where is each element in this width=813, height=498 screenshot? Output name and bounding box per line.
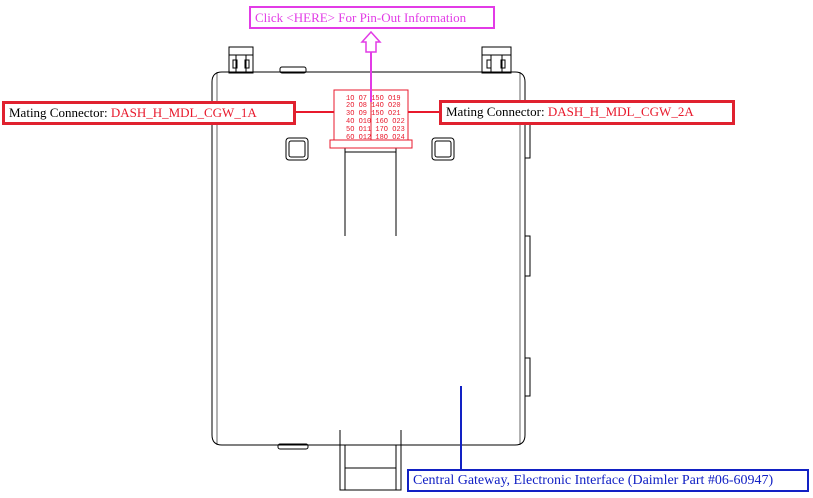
pin-row-6: 6O O12 18O O24: [346, 134, 405, 142]
pin-row-3: 3O O9 15O O21: [346, 110, 401, 118]
pinout-link-text: Click <HERE> For Pin-Out Information: [255, 10, 467, 25]
pin-row-4: 4O O10 16O O22: [346, 118, 405, 126]
right-mount-square: [431, 137, 455, 161]
left-mount-square: [285, 137, 309, 161]
mating-connector-2a-name: DASH_H_MDL_CGW_2A: [547, 104, 694, 119]
top-left-latch: [228, 46, 254, 74]
part-description-text: Central Gateway, Electronic Interface (D…: [413, 473, 774, 488]
top-tab: [279, 66, 307, 74]
pin-row-5: 5O O11 17O O23: [346, 126, 405, 134]
part-description-label: Central Gateway, Electronic Interface (D…: [407, 469, 809, 492]
mating-connector-1a-label: Mating Connector:: [9, 105, 111, 120]
module-housing: [211, 71, 526, 446]
mating-connector-2a-label: Mating Connector:: [446, 104, 548, 119]
pin-row-1: 1O O7 15O O19: [346, 95, 401, 103]
connector-pins: 1O O7 15O O19 2O O8 14O O20 3O O9 15O O2…: [346, 95, 405, 142]
pinout-link[interactable]: Click <HERE> For Pin-Out Information: [249, 6, 495, 29]
top-right-latch: [481, 46, 512, 74]
mating-connector-1a-name: DASH_H_MDL_CGW_1A: [110, 105, 257, 120]
pin-row-2: 2O O8 14O O20: [346, 102, 401, 110]
bottom-features: [277, 430, 402, 491]
mating-connector-2a[interactable]: Mating Connector: DASH_H_MDL_CGW_2A: [439, 100, 735, 125]
right-side-clips: [524, 119, 531, 397]
center-channel: [344, 148, 397, 236]
pinout-arrow: [360, 30, 382, 102]
mating-connector-1a[interactable]: Mating Connector: DASH_H_MDL_CGW_1A: [2, 101, 296, 125]
